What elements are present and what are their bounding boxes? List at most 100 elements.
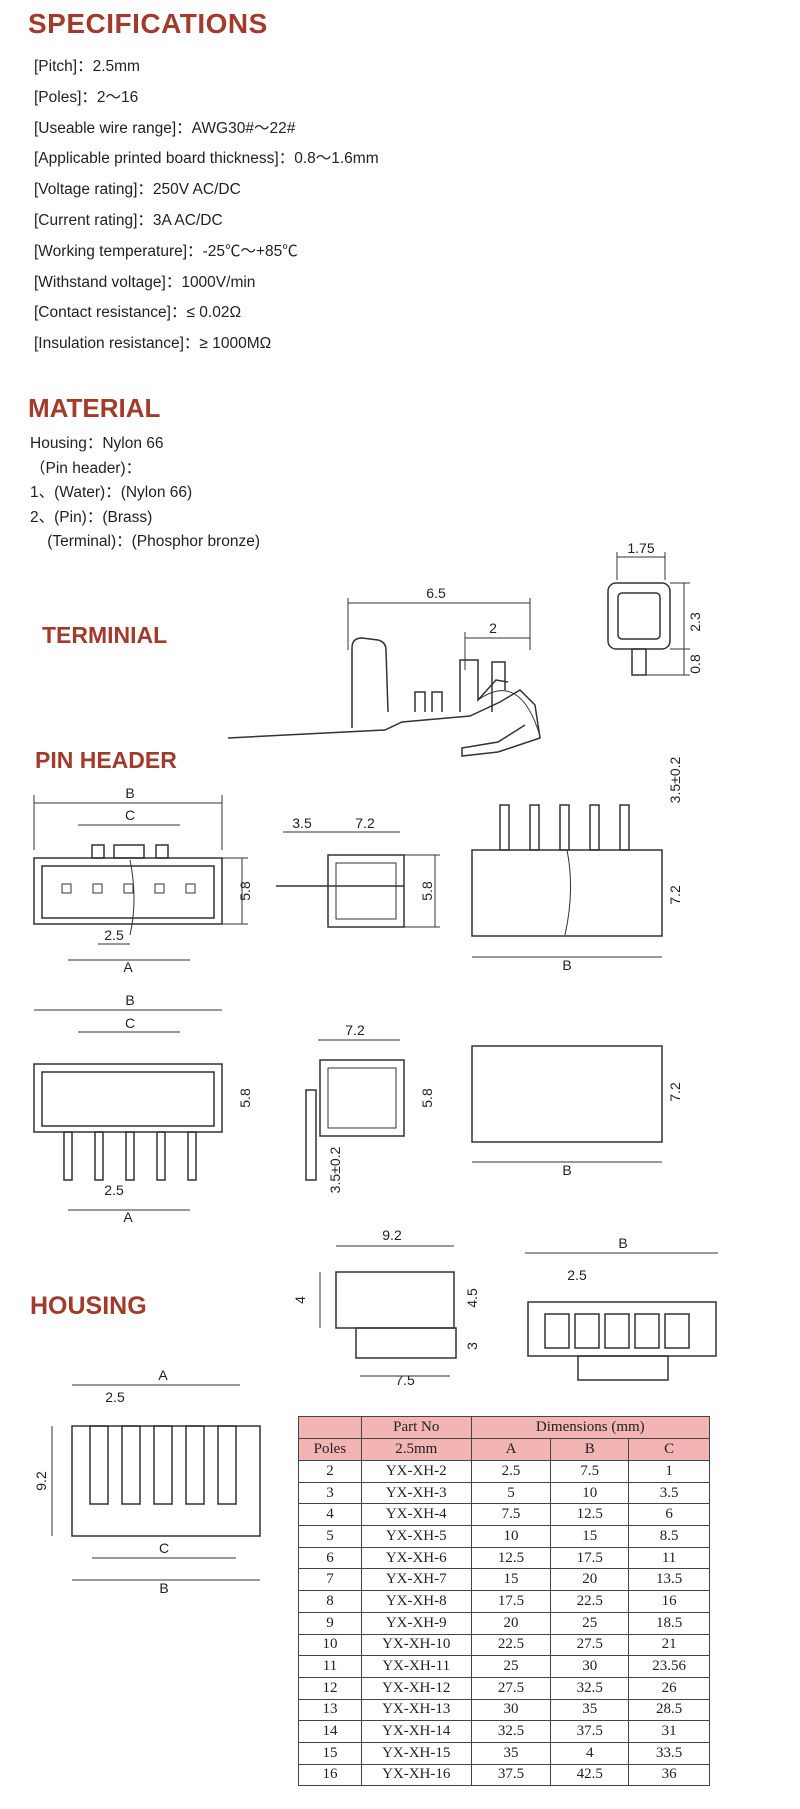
cell-b: 32.5: [550, 1676, 630, 1700]
terminal-title: TERMINIAL: [42, 622, 168, 648]
housing-side-view: 9.2 4 4.5 3 7.5: [292, 1227, 480, 1388]
terminal-length-dim: 6.5: [426, 585, 446, 601]
cell-c: 26: [628, 1676, 710, 1700]
cell-c: 31: [628, 1720, 710, 1743]
header-empty: [298, 1416, 362, 1439]
header-c: C: [628, 1438, 710, 1461]
housing-front-pitch-dim: 2.5: [567, 1267, 587, 1283]
terminal-side-drawing: 6.5 2: [227, 585, 541, 757]
pin-header-ra-top-view: B C 5.8 2.5 A: [33, 992, 253, 1225]
cell-part-no: YX-XH-6: [360, 1546, 472, 1570]
cell-c: 21: [628, 1633, 710, 1657]
material-terminal: (Terminal)：(Phosphor bronze): [30, 533, 260, 550]
pin-header-c-dim: C: [125, 807, 135, 823]
cell-poles: 8: [298, 1590, 362, 1613]
pin-header-ra-b-dim: B: [125, 992, 134, 1008]
cell-a: 27.5: [470, 1676, 552, 1700]
cell-part-no: YX-XH-10: [360, 1633, 472, 1657]
cell-a: 37.5: [470, 1763, 552, 1787]
spec-insulation-resistance: [Insulation resistance]：≥ 1000MΩ: [34, 335, 272, 353]
spec-contact-resistance: [Contact resistance]：≤ 0.02Ω: [34, 304, 242, 322]
spec-voltage-rating: [Voltage rating]：250V AC/DC: [34, 181, 241, 199]
cell-part-no: YX-XH-7: [360, 1568, 472, 1592]
cell-part-no: YX-XH-5: [360, 1525, 472, 1548]
cell-a: 2.5: [470, 1460, 552, 1483]
cell-b: 4: [550, 1741, 630, 1765]
pin-header-height-dim: 5.8: [237, 881, 253, 901]
terminal-height-dim: 2.3: [687, 612, 703, 632]
cell-c: 16: [628, 1590, 710, 1613]
cell-b: 10: [550, 1481, 630, 1505]
cell-part-no: YX-XH-11: [360, 1655, 472, 1678]
cell-poles: 2: [298, 1460, 362, 1483]
material-water: 1、(Water)：(Nylon 66): [30, 484, 193, 501]
housing-title: HOUSING: [30, 1292, 147, 1320]
material-list: Housing：Nylon 66 （Pin header)： 1、(Water)…: [30, 432, 260, 555]
housing-w75-dim: 7.5: [395, 1372, 415, 1388]
housing-front-b-dim: B: [618, 1235, 627, 1251]
cell-a: 20: [470, 1611, 552, 1635]
cell-b: 20: [550, 1568, 630, 1592]
cell-b: 37.5: [550, 1720, 630, 1743]
cell-a: 7.5: [470, 1503, 552, 1527]
pin-header-top-view: B C 5.8 2.5 A: [33, 785, 253, 975]
cell-c: 13.5: [628, 1568, 710, 1592]
spec-withstand-voltage: [Withstand voltage]：1000V/min: [34, 273, 256, 291]
pin-header-ra-side-height-dim: 5.8: [419, 1088, 435, 1108]
cell-c: 3.5: [628, 1481, 710, 1505]
spec-working-temperature: [Working temperature]：-25℃～+85℃: [34, 242, 298, 260]
cell-part-no: YX-XH-15: [360, 1741, 472, 1765]
cell-part-no: YX-XH-16: [360, 1763, 472, 1787]
header-b: B: [550, 1438, 630, 1461]
material-housing: Housing：Nylon 66: [30, 435, 164, 452]
housing-top-a-dim: A: [158, 1367, 168, 1383]
cell-poles: 11: [298, 1655, 362, 1678]
cell-a: 32.5: [470, 1720, 552, 1743]
cell-poles: 7: [298, 1568, 362, 1592]
cell-poles: 9: [298, 1611, 362, 1635]
spec-pitch: [Pitch]：2.5mm: [34, 58, 140, 75]
cell-c: 6: [628, 1503, 710, 1527]
cell-b: 42.5: [550, 1763, 630, 1787]
pin-header-ra-pin-len-dim: 3.5±0.2: [327, 1146, 343, 1193]
cell-part-no: YX-XH-12: [360, 1676, 472, 1700]
cell-b: 15: [550, 1525, 630, 1548]
cell-a: 35: [470, 1741, 552, 1765]
cell-c: 36: [628, 1763, 710, 1787]
cell-c: 18.5: [628, 1611, 710, 1635]
pin-header-ra-c-dim: C: [125, 1015, 135, 1031]
cell-part-no: YX-XH-13: [360, 1698, 472, 1722]
cell-a: 30: [470, 1698, 552, 1722]
cell-b: 27.5: [550, 1633, 630, 1657]
cell-b: 17.5: [550, 1546, 630, 1570]
housing-top-pitch-dim: 2.5: [105, 1389, 125, 1405]
cell-poles: 12: [298, 1676, 362, 1700]
specifications-list: [Pitch]：2.5mm [Poles]：2～16 [Useable wire…: [34, 52, 379, 360]
housing-top-c-dim: C: [159, 1540, 169, 1556]
spec-wire-range: [Useable wire range]：AWG30#～22#: [34, 119, 296, 137]
housing-front-view: B 2.5: [525, 1235, 718, 1381]
cell-a: 17.5: [470, 1590, 552, 1613]
housing-h4-dim: 4: [292, 1296, 308, 1304]
spec-poles: [Poles]：2～16: [34, 88, 139, 106]
cell-poles: 13: [298, 1698, 362, 1722]
cell-c: 8.5: [628, 1525, 710, 1548]
cell-poles: 3: [298, 1481, 362, 1505]
cell-poles: 10: [298, 1633, 362, 1657]
cell-b: 30: [550, 1655, 630, 1678]
pin-header-side-view: 3.5 7.2 5.8: [276, 815, 440, 928]
cell-part-no: YX-XH-3: [360, 1481, 472, 1505]
housing-h45-dim: 4.5: [464, 1288, 480, 1308]
cell-c: 28.5: [628, 1698, 710, 1722]
cell-part-no: YX-XH-4: [360, 1503, 472, 1527]
pin-header-ra-side-view: 7.2 5.8 3.5±0.2: [305, 1022, 435, 1193]
cell-a: 10: [470, 1525, 552, 1548]
